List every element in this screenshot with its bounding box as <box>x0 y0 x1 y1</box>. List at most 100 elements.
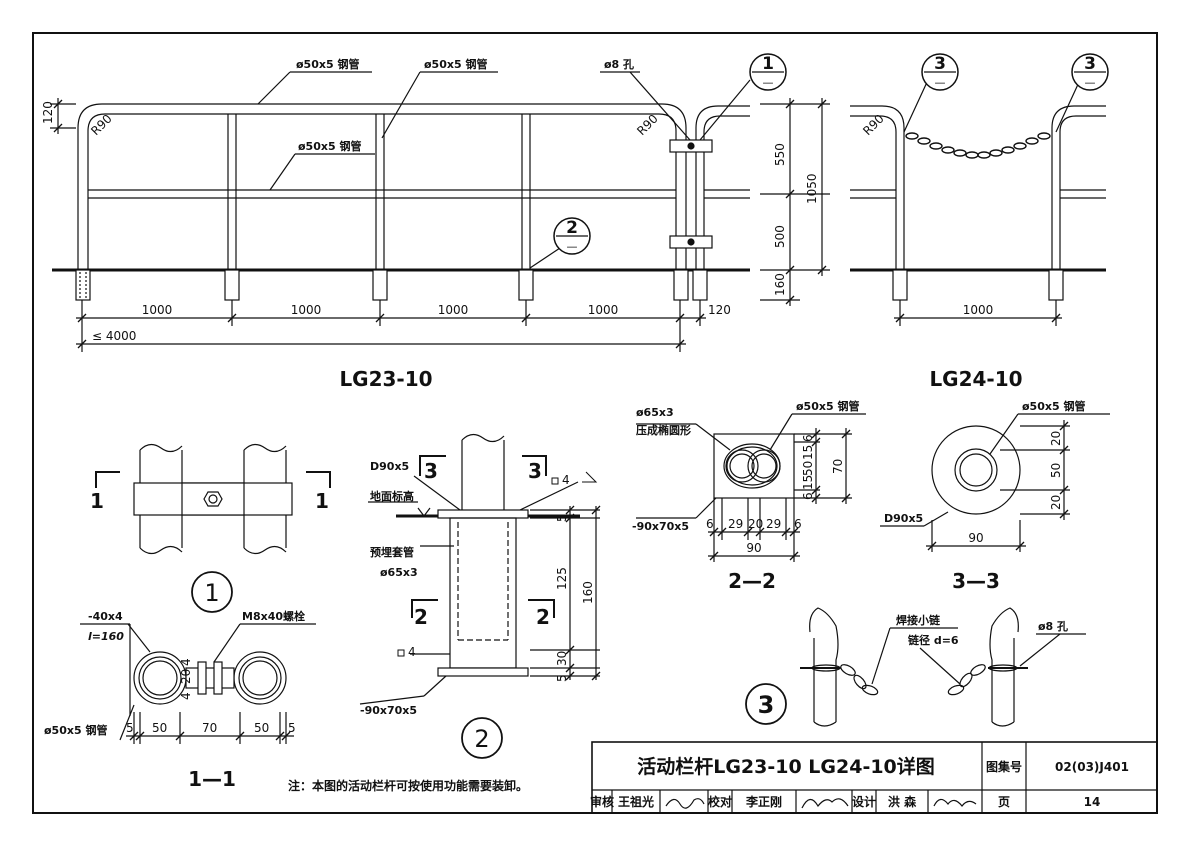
label-cap: D90x5 <box>370 460 409 473</box>
dim-22-h2: 29 <box>728 517 743 531</box>
dim-spacing-3: 1000 <box>438 303 469 317</box>
dim-22-h4: 29 <box>766 517 781 531</box>
title-block-design-label: 设计 <box>852 794 876 809</box>
dim-11-v1: 4 <box>179 658 193 666</box>
label-22-pipe: ø50x5 钢管 <box>796 399 859 413</box>
label-post: ø50x5 钢管 <box>424 57 487 71</box>
label-22-sleeve-note: 压成椭圆形 <box>636 423 691 437</box>
detail1-cut-right: 1 <box>315 489 329 513</box>
dim-22-v1: 6 <box>801 434 815 442</box>
label-33-disc: D90x5 <box>884 512 923 525</box>
svg-text:1: 1 <box>204 579 219 607</box>
label-sleeve: 预埋套管 <box>370 545 414 559</box>
label-sleeve-size: ø65x3 <box>380 566 418 579</box>
callout-detail3-left: 3 — <box>921 53 959 91</box>
dim-22-h1: 6 <box>706 517 714 531</box>
title-block-check-label: 校对 <box>708 794 732 809</box>
svg-text:—: — <box>1085 76 1096 89</box>
svg-text:—: — <box>567 240 578 253</box>
detail3-number: 3 <box>745 683 787 725</box>
title-section22: 2—2 <box>728 569 776 593</box>
dim-22-v3: 50 <box>801 461 815 476</box>
section11-ticks <box>129 731 291 741</box>
label-section11-pipe: ø50x5 钢管 <box>44 723 107 737</box>
callout-detail3-right: 3 — <box>1071 53 1109 91</box>
detail2-cut2-left: 2 <box>414 605 428 629</box>
svg-text:3: 3 <box>758 691 775 719</box>
signature-marks <box>665 798 977 809</box>
dim-ticks-lg23 <box>53 99 827 349</box>
label-chain: 焊接小链 <box>896 613 941 627</box>
label-hole: ø8 孔 <box>604 58 634 71</box>
title-block-page-label: 页 <box>998 795 1010 809</box>
detail2-cut2-right: 2 <box>536 605 550 629</box>
section22-ticks <box>709 429 851 561</box>
dim-spacing-4: 1000 <box>588 303 619 317</box>
title-block-review-label: 审核 <box>590 794 614 809</box>
dim-lg24-span: 1000 <box>963 303 994 317</box>
title-lg24: LG24-10 <box>929 367 1022 391</box>
weld-top-size: 4 <box>562 473 570 487</box>
label-bend-left: R90 <box>88 112 115 139</box>
dim-11-c: 70 <box>202 721 217 735</box>
label-22-sleeve: ø65x3 <box>636 406 674 419</box>
dim-22-vtotal: 70 <box>831 459 845 474</box>
label-strap: -40x4 <box>88 610 123 623</box>
svg-text:2: 2 <box>474 725 489 753</box>
section22-drawing <box>636 413 866 562</box>
label-base: -90x70x5 <box>360 704 417 717</box>
title-lg23: LG23-10 <box>339 367 432 391</box>
label-ground: 地面标高 <box>370 489 414 503</box>
weld-bot-size: 4 <box>408 645 416 659</box>
dim-22-v2: 15 <box>801 445 815 460</box>
svg-text:1: 1 <box>762 54 774 74</box>
dim-22-v5: 6 <box>801 492 815 500</box>
label-33-pipe: ø50x5 钢管 <box>1022 399 1085 413</box>
dim-11-v3: 4 <box>179 692 193 700</box>
detail2-ticks <box>565 505 601 681</box>
dim-33-v3: 20 <box>1049 495 1063 510</box>
dim-h-lower: 500 <box>773 225 787 248</box>
dim-33-v1: 20 <box>1049 431 1063 446</box>
label-d3-hole: ø8 孔 <box>1038 620 1068 633</box>
svg-text:—: — <box>935 76 946 89</box>
label-bolt: M8x40螺栓 <box>242 609 305 623</box>
dim-ticks-lg24 <box>895 313 1061 323</box>
title-block-title: 活动栏杆LG23-10 LG24-10详图 <box>637 755 935 778</box>
title-block-designer: 洪 森 <box>888 794 917 809</box>
label-top-rail: ø50x5 钢管 <box>296 57 359 71</box>
dim-total: ≤ 4000 <box>92 329 136 343</box>
detail2-drawing <box>359 433 600 705</box>
dim-11-e: 5 <box>288 721 296 735</box>
label-bend-right: R90 <box>634 112 661 139</box>
label-chain-d: 链径 d=6 <box>908 633 959 647</box>
dim-d2-125: 125 <box>555 567 569 590</box>
dim-11-v2: 20 <box>179 669 193 684</box>
callout-detail1: 1 — <box>749 53 787 91</box>
dim-22-v4: 15 <box>801 475 815 490</box>
dim-22-total: 90 <box>746 541 761 555</box>
section33-ticks <box>927 421 1069 551</box>
dim-spacing-1: 1000 <box>142 303 173 317</box>
dim-h-upper: 550 <box>773 143 787 166</box>
label-22-plate: -90x70x5 <box>632 520 689 533</box>
svg-text:—: — <box>763 76 774 89</box>
svg-text:3: 3 <box>1084 54 1096 74</box>
detail2-number: 2 <box>461 717 503 759</box>
dim-11-d: 50 <box>254 721 269 735</box>
title-block <box>591 741 1158 814</box>
detail1-number: 1 <box>191 571 233 613</box>
detail1-cut-left: 1 <box>90 489 104 513</box>
dim-33-v2: 50 <box>1049 463 1063 478</box>
dim-h-embed: 160 <box>773 273 787 296</box>
title-block-atlas-label: 图集号 <box>986 759 1022 774</box>
dim-d2-5bot: 5 <box>555 674 569 682</box>
elevation-lg23 <box>50 71 830 352</box>
section11-drawing <box>80 623 316 744</box>
dim-h-total: 1050 <box>805 173 819 204</box>
title-section11: 1—1 <box>188 767 236 791</box>
title-block-page-no: 14 <box>1084 795 1101 809</box>
dim-33-total: 90 <box>968 531 983 545</box>
sheet-border <box>32 32 1158 814</box>
drawing-note: 注：本图的活动栏杆可按使用功能需要装卸。 <box>288 778 528 793</box>
